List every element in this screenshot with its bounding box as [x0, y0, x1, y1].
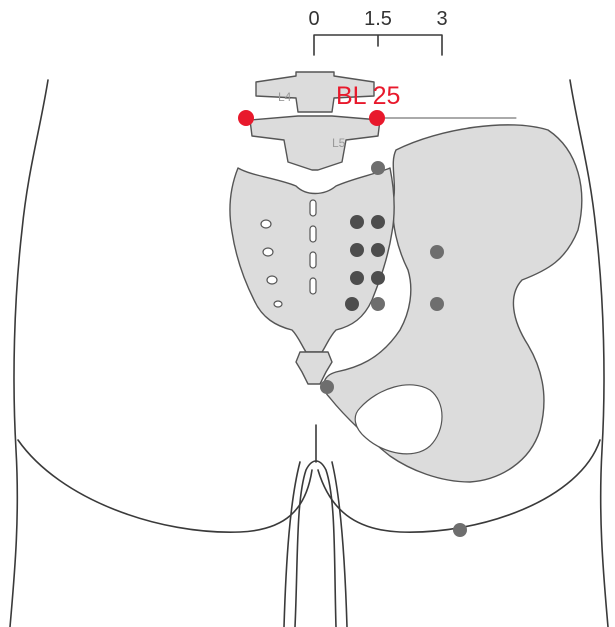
sacral-crest-segment [310, 278, 316, 294]
sacral-crest-segment [310, 226, 316, 242]
bl25-point-left [238, 110, 254, 126]
scale-tick-0: 0 [308, 8, 319, 30]
acupoint-marker [453, 523, 467, 537]
left-gluteal-fold [18, 440, 312, 532]
sacral-point-marker [350, 215, 364, 229]
acupoint-marker [430, 245, 444, 259]
scale-tick-1-5: 1.5 [364, 8, 392, 30]
right-flank-line [570, 80, 608, 627]
acupoint-marker [320, 380, 334, 394]
sacral-foramen [261, 220, 271, 228]
bl25-point-right [369, 110, 385, 126]
sacral-foramen [263, 248, 273, 256]
sacral-point-marker [345, 297, 359, 311]
left-inner-thigh [295, 461, 336, 627]
sacrum [230, 168, 394, 384]
acupoint-marker [430, 297, 444, 311]
sacral-point-marker [371, 243, 385, 257]
sacral-point-marker [350, 271, 364, 285]
acupoint-marker [371, 161, 385, 175]
scale-tick-3: 3 [436, 8, 447, 30]
sacral-point-marker [371, 215, 385, 229]
left-flank-line [10, 80, 48, 627]
sacral-point-marker [350, 243, 364, 257]
vertebra-label-l5: L5 [332, 136, 346, 150]
sacral-point-marker [371, 271, 385, 285]
sacral-crest-segment [310, 200, 316, 216]
sacral-foramen [274, 301, 282, 307]
vertebra-label-l4: L4 [278, 90, 292, 104]
sacral-crest-segment [310, 252, 316, 268]
sacral-foramen [267, 276, 277, 284]
vertebra-l5 [250, 116, 380, 170]
acupoint-marker [371, 297, 385, 311]
bl25-label: BL 25 [336, 82, 400, 110]
measurement-scale: 0 1.5 3 [308, 8, 447, 55]
scale-bar [314, 35, 442, 55]
